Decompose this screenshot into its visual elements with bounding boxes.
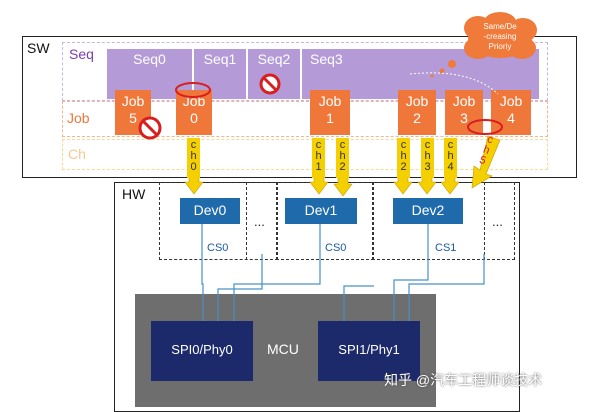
spi0-label: SPI0/Phy0 [171, 342, 233, 357]
ch3-c: c [424, 139, 431, 151]
seq3-label: Seq3 [310, 51, 343, 67]
job4-line2: 4 [507, 110, 515, 126]
job5-line1: Job [121, 93, 145, 109]
ch1-n: 1 [315, 161, 322, 173]
priority-cloud-icon [430, 12, 537, 78]
job-layer-label: Job [67, 110, 90, 126]
ch3-n: 3 [424, 161, 431, 173]
ch0-h: h [190, 150, 197, 162]
dev0-box: Dev0 [180, 198, 240, 224]
seq-layer-label: Seq [69, 46, 94, 62]
prohibited-icon-seq2 [259, 73, 281, 95]
ch2a-n: 2 [339, 161, 346, 173]
mcu-label: MCU [267, 341, 299, 357]
seq1-label: Seq1 [203, 51, 237, 67]
spi1-box: SPI1/Phy1 [318, 321, 420, 381]
job2-line2: 2 [413, 110, 421, 126]
sw-title: SW [27, 40, 50, 56]
dev2-label: Dev2 [411, 202, 445, 218]
cs-label-1: CS0 [325, 242, 347, 254]
job4-line1: Job [499, 93, 523, 109]
seq0-label: Seq0 [133, 51, 166, 67]
job3-line2: 3 [460, 110, 468, 126]
ch2b-h: h [400, 150, 407, 162]
watermark: 知乎 @汽车工程师谈技术 [384, 372, 543, 388]
priority-cloud-text: Same/De -creasing Prioriy [468, 22, 532, 52]
ch2a-c: c [339, 139, 346, 151]
job3-line1: Job [452, 93, 476, 109]
spi1-label: SPI1/Phy1 [338, 342, 400, 357]
prohibited-icon-job5 [138, 116, 162, 140]
cloud-line-1: Same/De [483, 22, 517, 31]
ch4-n: 4 [447, 161, 454, 173]
job2-line1: Job [405, 93, 429, 109]
dev1-box: Dev1 [285, 198, 357, 224]
job5-line2: 5 [129, 110, 137, 126]
job0-line2: 0 [190, 110, 198, 126]
ch4-c: c [447, 139, 454, 151]
ch4-h: h [447, 150, 454, 162]
dev-group-2-extra [484, 182, 515, 260]
job-layer [62, 101, 548, 137]
job1-line2: 1 [326, 110, 334, 126]
job1-line1: Job [318, 93, 342, 109]
dev-group-0 [159, 182, 278, 260]
ch0-c: c [190, 139, 197, 151]
cs-label-2: CS1 [435, 242, 457, 254]
sw-frame [22, 36, 577, 178]
ch2b-n: 2 [400, 161, 407, 173]
spi0-box: SPI0/Phy0 [151, 321, 253, 381]
ch2a-h: h [339, 150, 346, 162]
highlight-oval-job0 [175, 82, 211, 98]
dev1-label: Dev1 [304, 202, 338, 218]
hw-title: HW [122, 186, 146, 202]
ch3-h: h [424, 150, 431, 162]
cloud-trail [409, 72, 499, 95]
ch2b-c: c [400, 139, 407, 151]
seq-layer [62, 42, 548, 101]
dev2-ellipsis: ... [492, 214, 503, 229]
ch1-c: c [315, 139, 322, 151]
bus-wires [201, 224, 485, 321]
ch-layer [62, 139, 548, 170]
dev0-ellipsis: ... [254, 214, 265, 229]
cs-label-0: CS0 [207, 242, 229, 254]
highlight-oval-job3 [467, 119, 503, 135]
seq2-label: Seq2 [257, 51, 291, 67]
ch1-h: h [315, 150, 322, 162]
dev-group-0-extra [246, 182, 278, 260]
dev0-label: Dev0 [193, 202, 227, 218]
ch5-n: 5 [477, 153, 488, 168]
cloud-line-2: -creasing [483, 32, 517, 41]
ch0-n: 0 [190, 161, 197, 173]
dev2-box: Dev2 [393, 198, 463, 224]
ch-layer-label: Ch [68, 146, 86, 162]
cloud-line-3: Prioriy [488, 42, 512, 51]
